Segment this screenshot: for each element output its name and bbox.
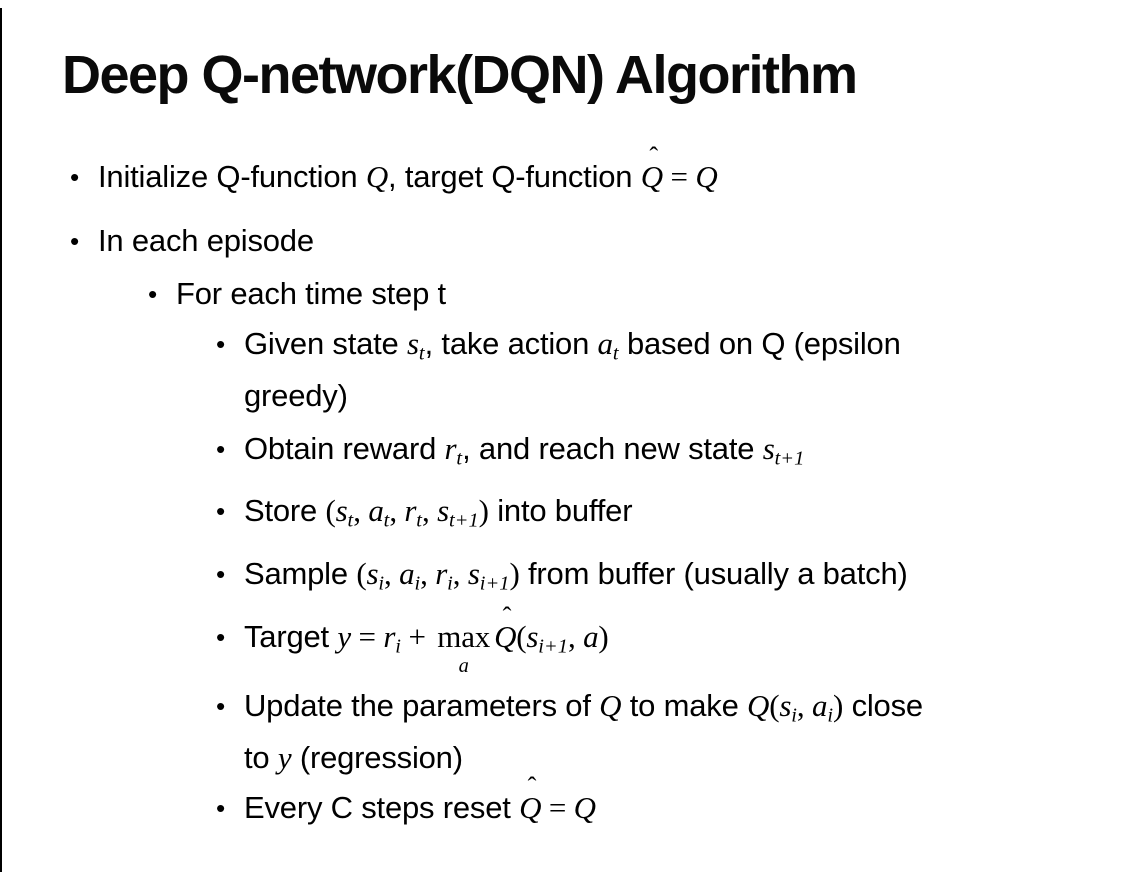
bullet-item: • Update the parameters of Q to make Q(si…: [0, 685, 1110, 779]
bullet-item: • Sample (si, ai, ri, si+1) from buffer (…: [0, 553, 1110, 605]
bullet-text: Store (st, at, rt, st+1) into buffer: [244, 493, 633, 533]
bullet-text: Initialize Q-function Q, target Q-functi…: [98, 141, 1110, 198]
bullet-item: • In each episode: [0, 220, 1110, 262]
bullet-dot: •: [216, 690, 226, 721]
bullet-dot: •: [216, 329, 226, 359]
bullet-text: Update the parameters of Q to make Q(si,…: [244, 687, 923, 775]
bullet-dot: •: [70, 162, 80, 192]
bullet-dot: •: [216, 496, 226, 527]
bullet-dot: •: [148, 279, 158, 309]
bullet-item: • Obtain reward rt, and reach new state s…: [0, 428, 1110, 480]
bullet-dot: •: [70, 226, 80, 256]
bullet-dot: •: [216, 621, 226, 652]
bullet-dot: •: [216, 559, 226, 590]
bullet-text: For each time step t: [176, 276, 446, 311]
slide-title: Deep Q-network(DQN) Algorithm: [62, 45, 858, 105]
bullet-text: Sample (si, ai, ri, si+1) from buffer (u…: [244, 556, 908, 595]
bullet-item: • Initialize Q-function Q, target Q-funct…: [0, 141, 1110, 198]
bullet-list: • Initialize Q-function Q, target Q-funct…: [0, 141, 1110, 840]
bullet-dot: •: [216, 433, 226, 464]
bullet-item: • Store (st, at, rt, st+1) into buffer: [0, 490, 1110, 542]
slide-left-border: [0, 8, 2, 872]
bullet-item: • Given state st, take action at based on…: [0, 323, 1110, 417]
bullet-dot: •: [216, 792, 226, 823]
bullet-text: Given state st, take action at based on …: [244, 326, 901, 413]
bullet-text: In each episode: [98, 223, 314, 258]
bullet-item: • For each time step t: [0, 273, 1110, 315]
bullet-text: Obtain reward rt, and reach new state st…: [244, 430, 805, 470]
